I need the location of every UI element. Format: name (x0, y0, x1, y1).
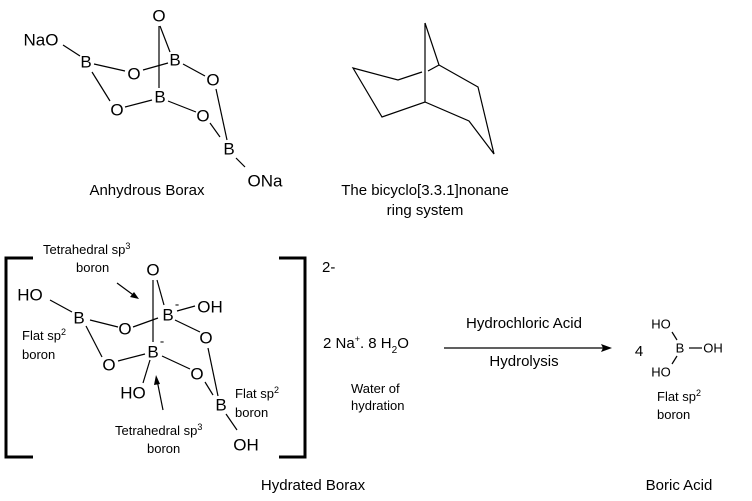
atom-boron: B (73, 309, 84, 328)
atom-hydroxyl: OH (703, 341, 723, 356)
tetrahedral-annotation-bottom-line2: boron (147, 441, 180, 456)
bicyclo-nonane-structure: The bicyclo[3.3.1]nonane ring system (341, 22, 509, 219)
atom-hydroxyl: HO (651, 317, 671, 332)
flat-annotation-left-line2: boron (22, 347, 55, 362)
bonds (49, 279, 238, 431)
flat-annotation-left: Flat sp2 (22, 327, 66, 343)
atom-oxygen: O (196, 107, 209, 126)
bicyclo-label-line2: ring system (387, 202, 464, 219)
reaction-arrow: Hydrochloric Acid Hydrolysis (444, 315, 612, 370)
atom-hydroxyl: OH (197, 298, 223, 317)
hydrated-borax-label: Hydrated Borax (261, 477, 366, 494)
atom-boron: B (80, 53, 91, 72)
atom-boron: B (215, 396, 226, 415)
right-bracket (279, 256, 307, 459)
arrowhead (601, 344, 612, 352)
atom-oxygen: O (146, 261, 159, 280)
flat-annotation-line2: boron (657, 407, 690, 422)
atom-boron: B (162, 306, 173, 325)
boric-acid-label: Boric Acid (646, 477, 713, 494)
reagent-label: Hydrochloric Acid (466, 315, 582, 332)
atom-oxygen: O (152, 7, 165, 26)
atom-hydroxyl: HO (651, 365, 671, 380)
water-label-line2: hydration (351, 398, 404, 413)
flat-annotation-right-line2: boron (235, 405, 268, 420)
boric-acid-structure: 4 HO B OH HO Flat sp2 boron Boric Acid (635, 317, 723, 495)
atom-boron: B (676, 341, 685, 356)
atom-hydroxyl: OH (233, 436, 259, 455)
water-label-line1: Water of (351, 381, 400, 396)
atom-oxygen: O (127, 65, 140, 84)
atom-hydroxyl: HO (17, 286, 43, 305)
charge-label: 2- (322, 259, 335, 276)
anhydrous-borax-structure: O NaO B O B O B O O B ONa Anhydrous Bora… (24, 7, 284, 200)
atom-oxygen: O (102, 356, 115, 375)
atom-boron: B (169, 51, 180, 70)
atom-boron: B (154, 88, 165, 107)
left-bracket (4, 256, 33, 459)
atom-oxygen: O (206, 71, 219, 90)
atom-oxygen: O (190, 365, 203, 384)
tetrahedral-annotation-top: Tetrahedral sp3 (43, 241, 130, 257)
atom-sodium-oxide: NaO (24, 31, 59, 50)
atom-oxygen: O (118, 320, 131, 339)
flat-annotation: Flat sp2 (657, 388, 701, 404)
counter-ions: 2 Na+. 8 H2O (323, 334, 409, 356)
bonds (62, 25, 246, 168)
process-label: Hydrolysis (489, 353, 558, 370)
negative-charge: - (160, 334, 164, 349)
atom-oxygen: O (110, 101, 123, 120)
atom-boron: B (147, 343, 158, 362)
atom-oxygen-sodium: ONa (248, 172, 284, 191)
arrow-line (156, 379, 164, 411)
atom-boron: B (223, 140, 234, 159)
tetrahedral-annotation-bottom: Tetrahedral sp3 (115, 422, 202, 438)
hydrated-borax-structure: 2- O HO B O B - O (4, 241, 409, 494)
atom-oxygen: O (199, 329, 212, 348)
flat-annotation-right: Flat sp2 (235, 385, 279, 401)
atom-hydroxyl: HO (120, 384, 146, 403)
bicyclo-label-line1: The bicyclo[3.3.1]nonane (341, 182, 509, 199)
tetrahedral-annotation-top-line2: boron (76, 260, 109, 275)
negative-charge: - (175, 297, 179, 312)
stoichiometric-coefficient: 4 (635, 343, 643, 360)
anhydrous-borax-label: Anhydrous Borax (89, 182, 205, 199)
